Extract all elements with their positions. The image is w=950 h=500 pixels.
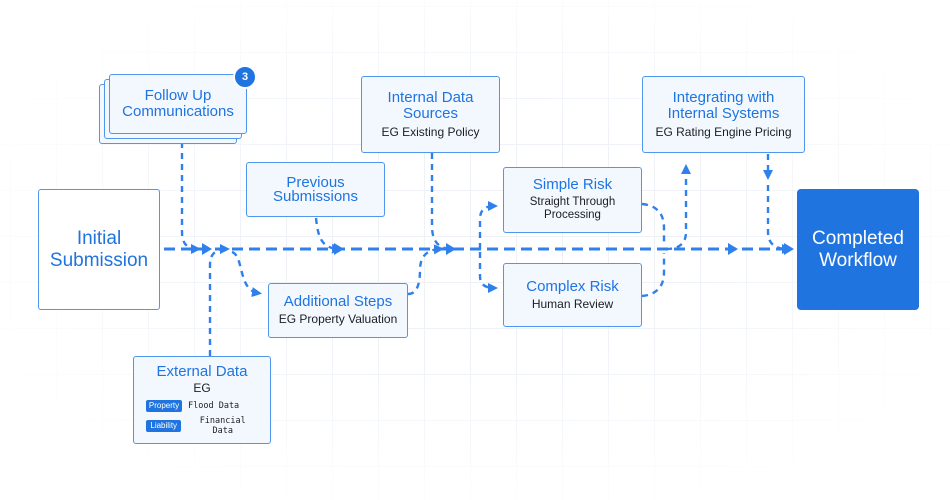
connector-from-complex: [641, 253, 666, 298]
connector-to-complex: [478, 252, 499, 294]
simple-risk-subtitle: Straight Through Processing: [529, 196, 616, 221]
external-data-subtitle: EG: [193, 380, 211, 395]
internal-data-subtitle: EG Existing Policy: [381, 125, 480, 139]
previous-submissions-title: Previous Submissions: [272, 173, 359, 205]
integrating-subtitle: EG Rating Engine Pricing: [655, 125, 792, 139]
internal-data-title: Internal Data Sources: [387, 89, 474, 122]
complex-risk-subtitle: Human Review: [531, 296, 614, 311]
property-tag-text: Flood Data: [188, 400, 240, 411]
internal-data-node[interactable]: Internal Data Sources EG Existing Policy: [361, 76, 500, 153]
follow-up-title: Follow Up Communications: [122, 87, 234, 120]
complex-risk-title: Complex Risk: [526, 277, 619, 295]
liability-tag: Liability: [146, 419, 182, 432]
additional-steps-node[interactable]: Additional Steps EG Property Valuation: [268, 283, 408, 338]
completed-workflow-title: Completed Workflow: [812, 227, 904, 271]
external-data-tag-row-liability: Liability Financial Data: [146, 416, 258, 436]
follow-up-node[interactable]: Follow Up Communications: [109, 74, 247, 134]
connector-external-data: [208, 243, 231, 356]
liability-tag-text: Financial Data: [199, 415, 246, 436]
integrating-title: Integrating with Internal Systems: [667, 89, 780, 122]
connector-to-simple: [478, 200, 499, 249]
initial-submission-node[interactable]: Initial Submission: [38, 189, 160, 310]
completed-workflow-node[interactable]: Completed Workflow: [797, 189, 919, 310]
connector-internal-data: [430, 153, 457, 255]
external-data-node[interactable]: External Data EG Property Flood Data Lia…: [133, 356, 271, 444]
integrating-node[interactable]: Integrating with Internal Systems EG Rat…: [642, 76, 805, 153]
additional-steps-title: Additional Steps: [283, 293, 393, 310]
complex-risk-node[interactable]: Complex Risk Human Review: [503, 263, 642, 327]
connector-from-simple: [641, 202, 666, 245]
connector-to-additional: [231, 250, 262, 298]
external-data-tag-row-property: Property Flood Data: [146, 399, 258, 412]
additional-steps-subtitle: EG Property Valuation: [278, 312, 398, 326]
main-flow-arrowheads: [202, 243, 794, 255]
connector-to-integrating: [665, 163, 692, 251]
simple-risk-node[interactable]: Simple Risk Straight Through Processing: [503, 167, 642, 233]
previous-submissions-node[interactable]: Previous Submissions: [246, 162, 385, 217]
follow-up-count-badge: 3: [233, 65, 257, 89]
property-tag: Property: [146, 399, 182, 412]
external-data-title: External Data: [156, 362, 248, 380]
connector-integrating-to-completed: [766, 185, 793, 255]
connector-followup: [180, 142, 202, 255]
connector-from-additional: [407, 244, 445, 296]
simple-risk-title: Simple Risk: [532, 176, 613, 193]
initial-submission-title: Initial Submission: [49, 227, 149, 271]
